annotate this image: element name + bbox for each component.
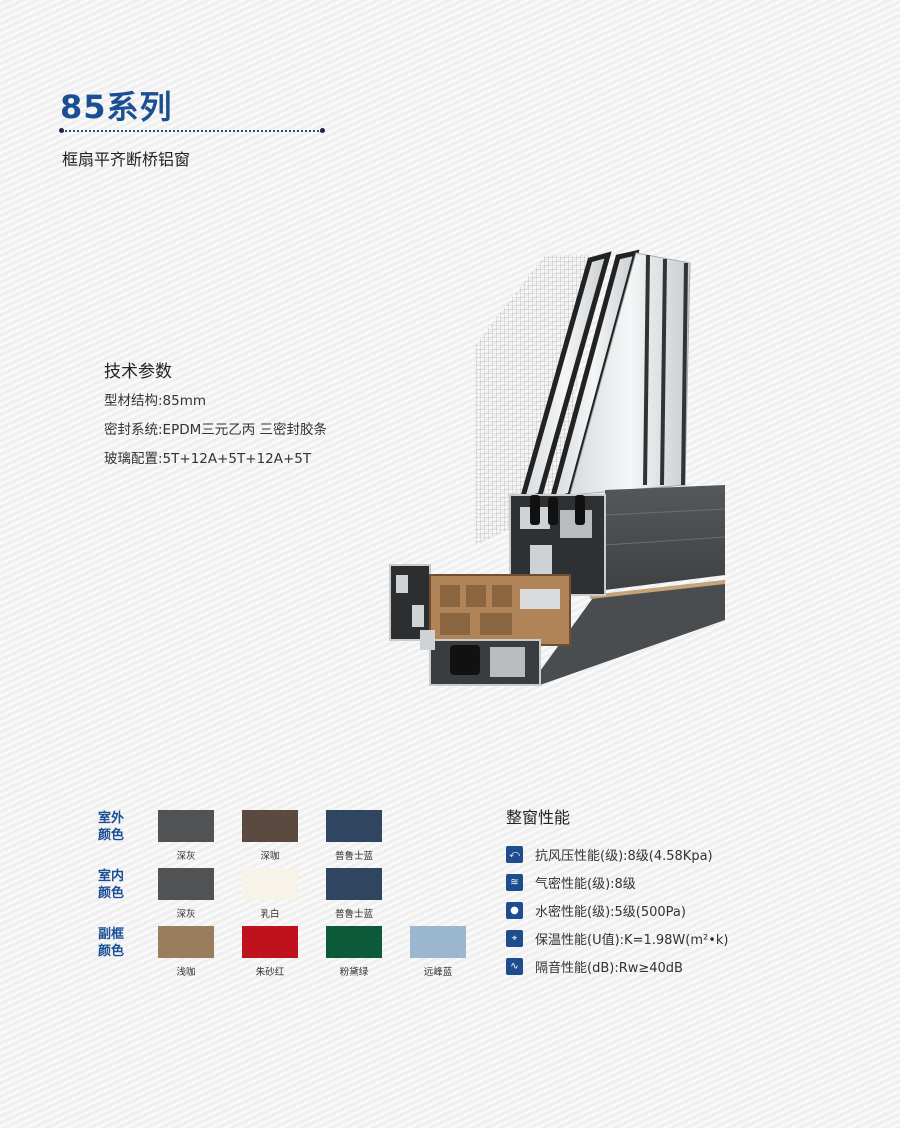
- color-name: 普鲁士蓝: [334, 851, 373, 862]
- performance-text: 水密性能(级):5级(500Pa): [535, 904, 686, 920]
- color-chip: [158, 810, 214, 842]
- color-row-exterior: 室外 颜色 深灰 深咖 普鲁士蓝: [98, 810, 478, 870]
- color-chip: [242, 926, 298, 958]
- color-swatch: 普鲁士蓝: [318, 810, 390, 862]
- performance-item-airtightness: ≋ 气密性能(级):8级: [506, 868, 836, 896]
- watertightness-icon: ●: [506, 901, 523, 919]
- color-swatch: 粉黛绿: [318, 926, 390, 978]
- performance-item-wind-pressure: ⤺ 抗风压性能(级):8级(4.58Kpa): [506, 840, 836, 868]
- color-chip: [158, 868, 214, 900]
- color-chip: [242, 868, 298, 900]
- color-name: 朱砂红: [255, 967, 285, 978]
- airtightness-icon: ≋: [506, 873, 523, 891]
- color-row-label: 室外 颜色: [98, 810, 138, 844]
- color-row-subframe: 副框 颜色 浅咖 朱砂红 粉黛绿 远峰蓝: [98, 926, 478, 986]
- tech-param-profile: 型材结构:85mm: [104, 393, 207, 409]
- color-swatch: 深灰: [150, 868, 222, 920]
- color-swatch: 深灰: [150, 810, 222, 862]
- color-name: 浅咖: [176, 967, 196, 978]
- window-profile-image: [380, 245, 740, 695]
- color-row-label: 副框 颜色: [98, 926, 138, 960]
- performance-title: 整窗性能: [506, 808, 571, 827]
- color-chip: [326, 810, 382, 842]
- performance-text: 气密性能(级):8级: [535, 876, 636, 892]
- color-name: 粉黛绿: [339, 967, 369, 978]
- color-swatch: 深咖: [234, 810, 306, 862]
- color-swatch: 浅咖: [150, 926, 222, 978]
- color-chip: [410, 926, 466, 958]
- color-row-interior: 室内 颜色 深灰 乳白 普鲁士蓝: [98, 868, 478, 928]
- color-name: 深灰: [176, 851, 196, 862]
- product-subtitle: 框扇平齐断桥铝窗: [62, 150, 191, 169]
- color-chip: [158, 926, 214, 958]
- color-row-label-line2: 颜色: [98, 886, 125, 901]
- performance-item-thermal: ⌖ 保温性能(U值):K=1.98W(m²•k): [506, 924, 836, 952]
- tech-param-glass: 玻璃配置:5T+12A+5T+12A+5T: [104, 451, 312, 467]
- tech-params-list: 型材结构:85mm 密封系统:EPDM三元乙丙 三密封胶条 玻璃配置:5T+12…: [104, 392, 327, 479]
- color-name: 普鲁士蓝: [334, 909, 373, 920]
- color-row-label-line1: 室外: [98, 811, 125, 826]
- color-chip: [242, 810, 298, 842]
- performance-text: 抗风压性能(级):8级(4.58Kpa): [535, 848, 713, 864]
- color-row-label-line1: 室内: [98, 869, 125, 884]
- color-name: 深灰: [176, 909, 196, 920]
- wind-pressure-icon: ⤺: [506, 845, 523, 863]
- thermal-insulation-icon: ⌖: [506, 929, 523, 947]
- color-swatch: 朱砂红: [234, 926, 306, 978]
- color-row-label-line2: 颜色: [98, 944, 125, 959]
- color-swatch: 普鲁士蓝: [318, 868, 390, 920]
- performance-text: 保温性能(U值):K=1.98W(m²•k): [535, 932, 729, 948]
- color-swatch: 乳白: [234, 868, 306, 920]
- performance-list: ⤺ 抗风压性能(级):8级(4.58Kpa) ≋ 气密性能(级):8级 ● 水密…: [506, 840, 836, 980]
- series-title: 85系列: [60, 88, 173, 126]
- color-name: 乳白: [260, 909, 280, 920]
- color-chip: [326, 868, 382, 900]
- color-row-label-line1: 副框: [98, 927, 125, 942]
- performance-item-sound: ∿ 隔音性能(dB):Rw≥40dB: [506, 952, 836, 980]
- performance-section: 整窗性能 ⤺ 抗风压性能(级):8级(4.58Kpa) ≋ 气密性能(级):8级…: [506, 804, 836, 980]
- tech-param-seal: 密封系统:EPDM三元乙丙 三密封胶条: [104, 422, 328, 438]
- sound-insulation-icon: ∿: [506, 957, 523, 975]
- color-name: 远峰蓝: [423, 967, 453, 978]
- performance-text: 隔音性能(dB):Rw≥40dB: [535, 960, 683, 976]
- color-row-label: 室内 颜色: [98, 868, 138, 902]
- performance-item-watertightness: ● 水密性能(级):5级(500Pa): [506, 896, 836, 924]
- color-row-label-line2: 颜色: [98, 828, 125, 843]
- title-divider: [59, 128, 325, 133]
- color-swatch: 远峰蓝: [402, 926, 474, 978]
- color-chip: [326, 926, 382, 958]
- color-name: 深咖: [260, 851, 280, 862]
- tech-params-title: 技术参数: [104, 362, 172, 382]
